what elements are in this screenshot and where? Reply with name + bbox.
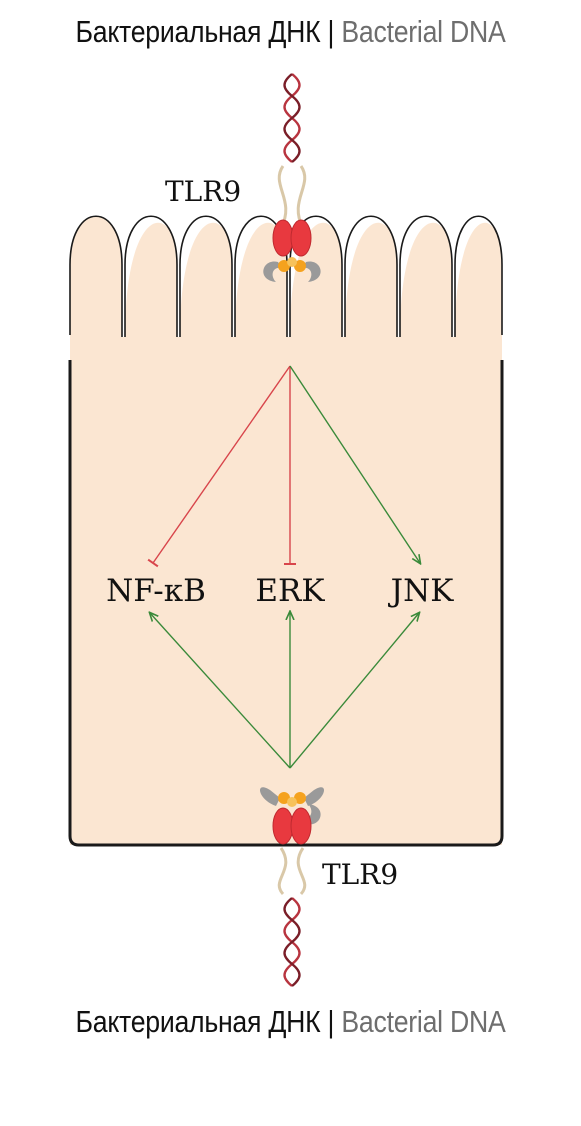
edge-top-to-jnk-activation (289, 365, 420, 563)
cell-outline (68, 360, 504, 847)
node-erk: ERK (255, 573, 325, 609)
top-receptor-edges (147, 365, 420, 568)
epithelial-cell (68, 215, 504, 847)
caption-bottom-russian: Бактериальная ДНК (75, 1004, 321, 1039)
caption-top-english: Bacterial DNA (341, 14, 506, 49)
tlr9-label-bottom: TLR9 (322, 858, 398, 891)
node-jnk: JNK (388, 573, 455, 609)
caption-bottom-english: Bacterial DNA (341, 1004, 506, 1039)
dna-helix-top (283, 73, 301, 163)
node-nfkb: NF-κB (106, 573, 206, 609)
caption-bottom-separator: | (327, 1004, 335, 1039)
caption-top: Бактериальная ДНК | Bacterial DNA (41, 14, 541, 50)
edge-bottom-to-jnk-activation (289, 613, 419, 769)
caption-top-separator: | (327, 14, 335, 49)
edge-bottom-to-nfkb-activation (150, 613, 291, 769)
caption-bottom: Бактериальная ДНК | Bacterial DNA (41, 1004, 541, 1040)
bottom-receptor-edges (150, 612, 419, 769)
tlr9-receptor-top (263, 165, 321, 282)
tlr9-label-top: TLR9 (165, 175, 241, 208)
cell-body (70, 216, 502, 845)
dna-helix-bottom (283, 897, 301, 987)
tlr9-receptor-bottom (259, 787, 325, 896)
edge-top-to-nfkb-inhibition (147, 365, 291, 568)
caption-top-russian: Бактериальная ДНК (75, 14, 321, 49)
